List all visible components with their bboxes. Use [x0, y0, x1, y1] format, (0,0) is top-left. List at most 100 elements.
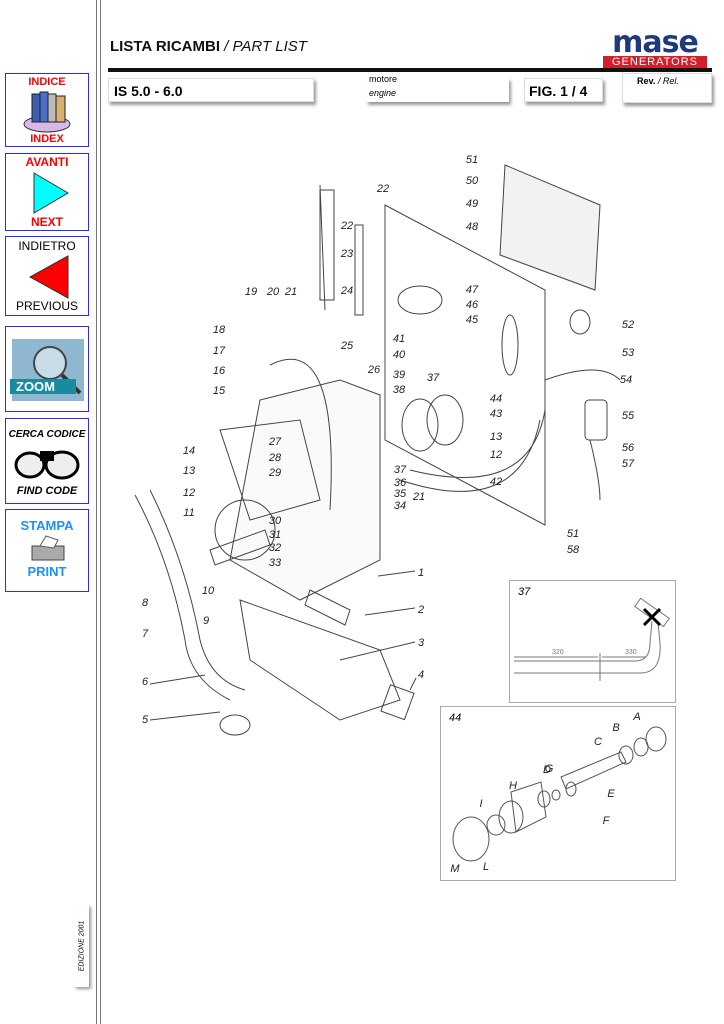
part-callout[interactable]: 31	[268, 529, 282, 541]
part-callout[interactable]: 49	[465, 198, 479, 210]
part-callout[interactable]: 29	[268, 467, 282, 479]
part-callout[interactable]: 33	[268, 557, 282, 569]
part-callout[interactable]: 16	[212, 365, 226, 377]
part-callout[interactable]: 35	[393, 488, 407, 500]
print-button[interactable]: STAMPA PRINT	[5, 509, 89, 592]
part-callout[interactable]: 52	[621, 319, 635, 331]
part-callout[interactable]: 10	[201, 585, 215, 597]
pump-part-letter[interactable]: G	[544, 763, 554, 775]
previous-button[interactable]: INDIETRO PREVIOUS	[5, 236, 89, 316]
index-label: INDICE	[28, 76, 66, 88]
binoculars-icon	[14, 450, 80, 480]
logo-subtext: GENERATORS	[603, 56, 707, 69]
part-callout[interactable]: 46	[465, 299, 479, 311]
part-callout[interactable]: 41	[392, 333, 406, 345]
part-callout[interactable]: 9	[202, 615, 210, 627]
part-callout[interactable]: 12	[182, 487, 196, 499]
pump-part-letter[interactable]: F	[602, 815, 610, 827]
part-callout[interactable]: 26	[367, 364, 381, 376]
part-callout[interactable]: 27	[268, 436, 282, 448]
part-callout[interactable]: 48	[465, 221, 479, 233]
part-callout[interactable]: 22	[340, 220, 354, 232]
pump-part-letter[interactable]: E	[607, 788, 615, 800]
part-callout[interactable]: 51	[566, 528, 580, 540]
edition-tab: EDIZIONE 2001	[74, 905, 89, 987]
part-callout[interactable]: 11	[183, 507, 195, 519]
index-button[interactable]: INDICE INDEX	[5, 73, 89, 147]
part-callout[interactable]: 56	[621, 442, 635, 454]
index-label-en: INDEX	[30, 133, 64, 145]
pump-part-letter[interactable]: D	[543, 764, 551, 776]
part-callout[interactable]: 58	[566, 544, 580, 556]
group-en: engine	[369, 88, 397, 98]
water-pump-exploded-drawing	[452, 726, 667, 862]
part-callout[interactable]: 2	[417, 604, 425, 616]
next-button[interactable]: AVANTI NEXT	[5, 153, 89, 231]
part-callout[interactable]: 18	[212, 324, 226, 336]
part-callout[interactable]: 13	[489, 431, 503, 443]
part-callout[interactable]: 53	[621, 347, 635, 359]
pump-part-letter[interactable]: C	[594, 736, 602, 748]
part-callout[interactable]: 36	[393, 477, 407, 489]
part-callout[interactable]: 5	[141, 714, 149, 726]
part-callout[interactable]: 21	[284, 286, 298, 298]
part-callout[interactable]: 30	[268, 515, 282, 527]
part-callout[interactable]: 23	[340, 248, 354, 260]
part-callout[interactable]: 51	[465, 154, 479, 166]
part-callout[interactable]: 3	[417, 637, 425, 649]
part-callout[interactable]: 13	[182, 465, 196, 477]
part-callout[interactable]: 44	[489, 393, 503, 405]
next-label-en: NEXT	[30, 215, 63, 229]
part-callout[interactable]: 34	[393, 500, 407, 512]
pump-part-letter[interactable]: H	[509, 780, 517, 792]
pump-part-letter[interactable]: L	[482, 861, 490, 873]
part-callout[interactable]: 43	[489, 408, 503, 420]
hose-detail-drawing	[514, 597, 670, 681]
part-callout[interactable]: 39	[392, 369, 406, 381]
part-callout[interactable]: 20	[266, 286, 280, 298]
part-callout[interactable]: 21	[412, 491, 426, 503]
part-callout[interactable]: 28	[268, 452, 282, 464]
model-box: IS 5.0 - 6.0	[108, 78, 314, 102]
part-callout[interactable]: 8	[141, 597, 149, 609]
title-en: / PART LIST	[224, 38, 307, 55]
part-callout[interactable]: 42	[489, 476, 503, 488]
dimension-330: 330	[625, 649, 637, 656]
figure-text: FIG. 1 / 4	[529, 83, 588, 99]
part-callout[interactable]: 4	[417, 669, 425, 681]
part-callout[interactable]: 12	[489, 449, 503, 461]
part-callout[interactable]: 37	[426, 372, 440, 384]
pump-part-letter[interactable]: M	[450, 863, 460, 875]
part-callout[interactable]: 7	[141, 628, 149, 640]
part-callout[interactable]: 24	[340, 285, 354, 297]
printer-icon	[31, 535, 65, 561]
part-callout[interactable]: 45	[465, 314, 479, 326]
part-callout[interactable]: 6	[141, 676, 149, 688]
find-code-button[interactable]: CERCA CODICE FIND CODE	[5, 418, 89, 504]
part-callout[interactable]: 55	[621, 410, 635, 422]
part-callout[interactable]: 22	[376, 183, 390, 195]
part-callout[interactable]: 32	[268, 542, 282, 554]
zoom-button[interactable]: ZOOM	[5, 326, 89, 412]
part-callout[interactable]: 19	[244, 286, 258, 298]
part-callout[interactable]: 17	[212, 345, 226, 357]
part-callout[interactable]: 40	[392, 349, 406, 361]
part-callout[interactable]: 54	[619, 374, 633, 386]
pump-part-letter[interactable]: A	[633, 711, 641, 723]
print-label: STAMPA	[20, 518, 74, 533]
part-callout[interactable]: 50	[465, 175, 479, 187]
pump-part-letter[interactable]: I	[479, 798, 483, 810]
part-callout[interactable]: 1	[417, 567, 425, 579]
part-callout[interactable]: 38	[392, 384, 406, 396]
part-callout[interactable]: 25	[340, 340, 354, 352]
part-callout[interactable]: 14	[182, 445, 196, 457]
next-label: AVANTI	[25, 155, 69, 169]
part-callout[interactable]: 37	[393, 464, 407, 476]
part-callout[interactable]: 57	[621, 458, 635, 470]
part-callout[interactable]: 47	[465, 284, 479, 296]
divider-line	[96, 0, 97, 1024]
part-callout[interactable]: 15	[212, 385, 226, 397]
pump-part-letter[interactable]: B	[612, 722, 620, 734]
